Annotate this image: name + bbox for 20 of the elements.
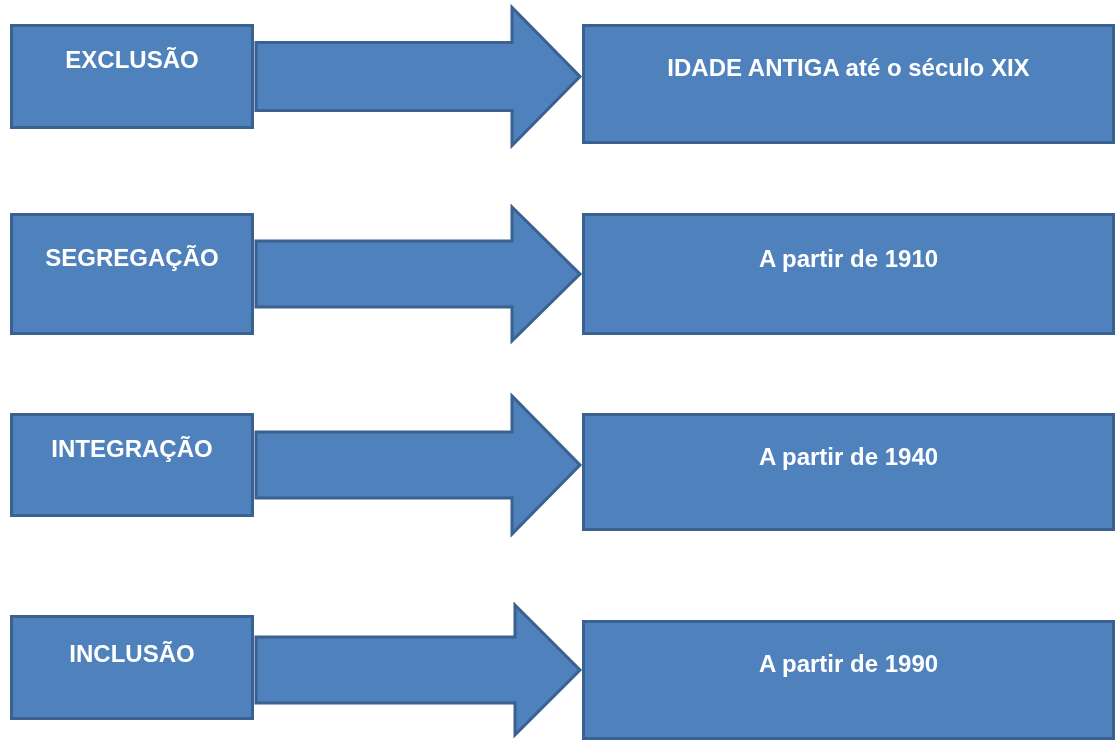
block-arrow: [254, 3, 583, 150]
process-box: [582, 213, 1115, 335]
process-box: [582, 620, 1115, 740]
block-arrow: [254, 392, 583, 538]
process-box: [582, 413, 1115, 531]
box-label: INTEGRAÇÃO: [50, 435, 214, 463]
process-box: [10, 615, 254, 720]
process-box: [10, 24, 254, 129]
block-arrow: [254, 601, 583, 739]
box-label: A partir de 1990: [757, 650, 940, 678]
process-box: [10, 213, 254, 335]
box-label: IDADE ANTIGA até o século XIX: [666, 54, 1031, 82]
box-label: EXCLUSÃO: [64, 46, 200, 74]
box-label: A partir de 1910: [757, 245, 940, 273]
box-label: A partir de 1940: [757, 443, 940, 471]
block-arrow: [254, 203, 583, 345]
process-box: [10, 413, 254, 517]
box-label: INCLUSÃO: [68, 640, 196, 668]
process-box: [582, 24, 1115, 144]
box-label: SEGREGAÇÃO: [44, 244, 220, 272]
